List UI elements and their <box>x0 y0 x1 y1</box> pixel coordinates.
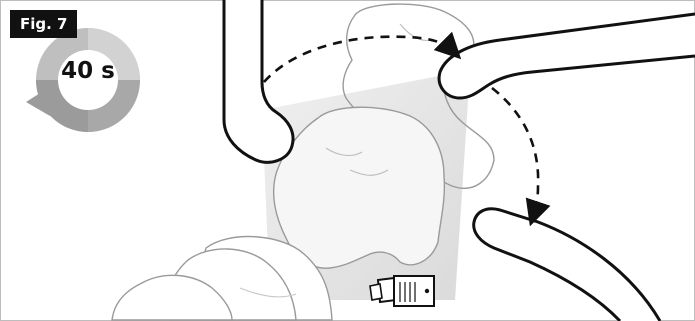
dashed-arrow-icon <box>264 37 452 82</box>
figure-label: Fig. 7 <box>10 10 77 38</box>
dashed-arrow-icon <box>492 88 538 214</box>
scanner-handle-initial <box>224 0 293 162</box>
timer-duration-text: 40 s <box>38 58 138 84</box>
intraoral-camera-icon <box>370 276 434 306</box>
scanner-handle-final <box>474 209 660 321</box>
scanner-handle-middle <box>439 14 695 98</box>
